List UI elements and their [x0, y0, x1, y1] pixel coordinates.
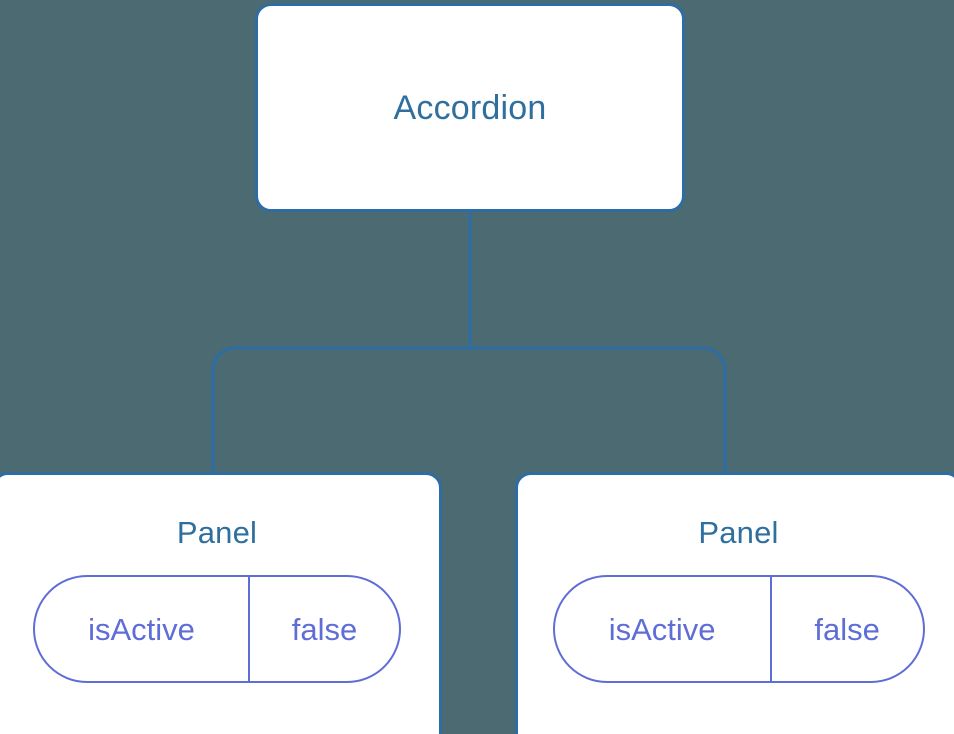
state-pill-panel-2-key: isActive — [555, 577, 772, 681]
node-panel-2-label: Panel — [698, 515, 779, 550]
connector-branch-left — [211, 346, 470, 478]
node-panel-2[interactable]: Panel isActive false — [515, 472, 954, 734]
state-pill-panel-2-value: false — [814, 611, 880, 647]
connector-branch-right — [470, 346, 727, 478]
state-pill-panel-1-key: isActive — [35, 577, 250, 681]
node-panel-1[interactable]: Panel isActive false — [0, 472, 442, 734]
node-accordion[interactable]: Accordion — [255, 3, 685, 212]
state-pill-panel-1[interactable]: isActive false — [33, 575, 401, 683]
node-accordion-label: Accordion — [393, 88, 547, 127]
state-pill-panel-2[interactable]: isActive false — [552, 575, 925, 683]
state-pill-panel-1-value: false — [291, 611, 358, 647]
node-panel-1-label: Panel — [176, 515, 258, 550]
